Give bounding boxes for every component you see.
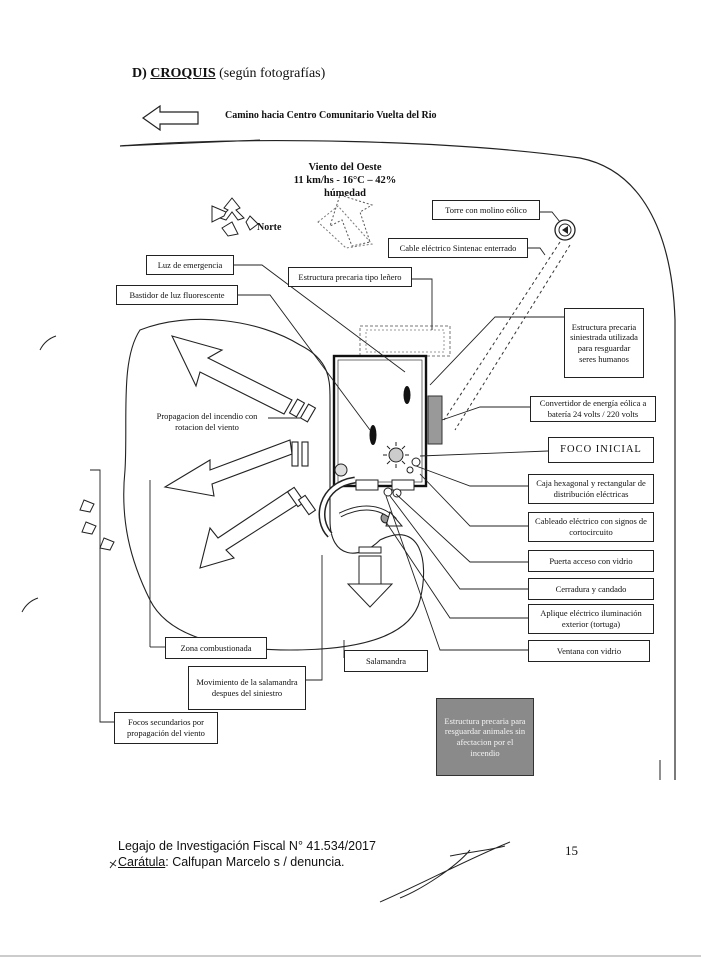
label-convertidor: Convertidor de energía eólica a batería … xyxy=(530,396,656,422)
wind-line1: Viento del Oeste xyxy=(308,162,382,173)
label-luz-emergencia: Luz de emergencia xyxy=(146,255,234,275)
salamandra-icon xyxy=(334,463,348,477)
label-torre: Torre con molino eólico xyxy=(432,200,540,220)
north-compass-icon xyxy=(211,197,259,237)
label-cableado: Cableado eléctrico con signos de cortoci… xyxy=(528,512,654,542)
initial-fire-icon xyxy=(383,442,409,468)
label-caja: Caja hexagonal y rectangular de distribu… xyxy=(528,474,654,504)
label-estructura-lenero: Estructura precaria tipo leñero xyxy=(288,267,412,287)
label-salamandra: Salamandra xyxy=(344,650,428,672)
label-cable: Cable eléctrico Sintenac enterrado xyxy=(388,238,528,258)
label-bastidor: Bastidor de luz fluorescente xyxy=(116,285,238,305)
road-label: Camino hacia Centro Comunitario Vuelta d… xyxy=(225,110,437,121)
heading-suffix: (según fotografías) xyxy=(219,66,326,81)
road-arrow xyxy=(141,104,199,132)
label-propagacion: Propagacion del incendio con rotacion de… xyxy=(156,411,258,432)
down-arrow xyxy=(346,583,394,608)
road-line xyxy=(119,139,261,147)
label-estructura-siniestrada: Estructura precaria siniestrada utilizad… xyxy=(564,308,644,378)
propagation-arrows xyxy=(163,335,317,569)
converter-battery xyxy=(427,395,443,445)
caratula-text: : Calfupan Marcelo s / denuncia. xyxy=(165,855,345,869)
footer-line2: Carátula: Calfupan Marcelo s / denuncia. xyxy=(118,855,345,869)
label-zona: Zona combustionada xyxy=(165,637,267,659)
wind-line3: húmedad xyxy=(323,188,366,200)
label-focos: Focos secundarios por propagación del vi… xyxy=(114,712,218,744)
page-number: 15 xyxy=(565,843,578,858)
signature xyxy=(379,841,511,903)
label-estructura-animales: Estructura precaria para resguardar anim… xyxy=(436,698,534,776)
wind-line2: 11 km/hs - 16°C – 42% xyxy=(293,175,397,187)
label-movimiento: Movimiento de la salamandra despues del … xyxy=(188,666,306,710)
label-foco-inicial: FOCO INICIAL xyxy=(548,437,654,463)
section-heading: D) CROQUIS (según fotografías) xyxy=(132,66,325,82)
label-cerradura: Cerradura y candado xyxy=(528,578,654,600)
north-label: Norte xyxy=(257,222,282,233)
secondary-fire-marks xyxy=(79,499,115,551)
lenero-structure xyxy=(359,325,451,357)
heading-title: CROQUIS xyxy=(150,66,216,81)
main-structure xyxy=(332,354,428,488)
heading-prefix: D) xyxy=(132,66,147,81)
label-ventana: Ventana con vidrio xyxy=(528,640,650,662)
wind-info: Viento del Oeste 11 km/hs - 16°C – 42% h… xyxy=(290,161,400,200)
caratula-label: Carátula xyxy=(118,855,166,869)
label-aplique: Aplique eléctrico iluminación exterior (… xyxy=(528,604,654,634)
footer-line1: Legajo de Investigación Fiscal N° 41.534… xyxy=(118,839,376,853)
door-arc xyxy=(318,476,356,538)
label-puerta: Puerta acceso con vidrio xyxy=(528,550,654,572)
